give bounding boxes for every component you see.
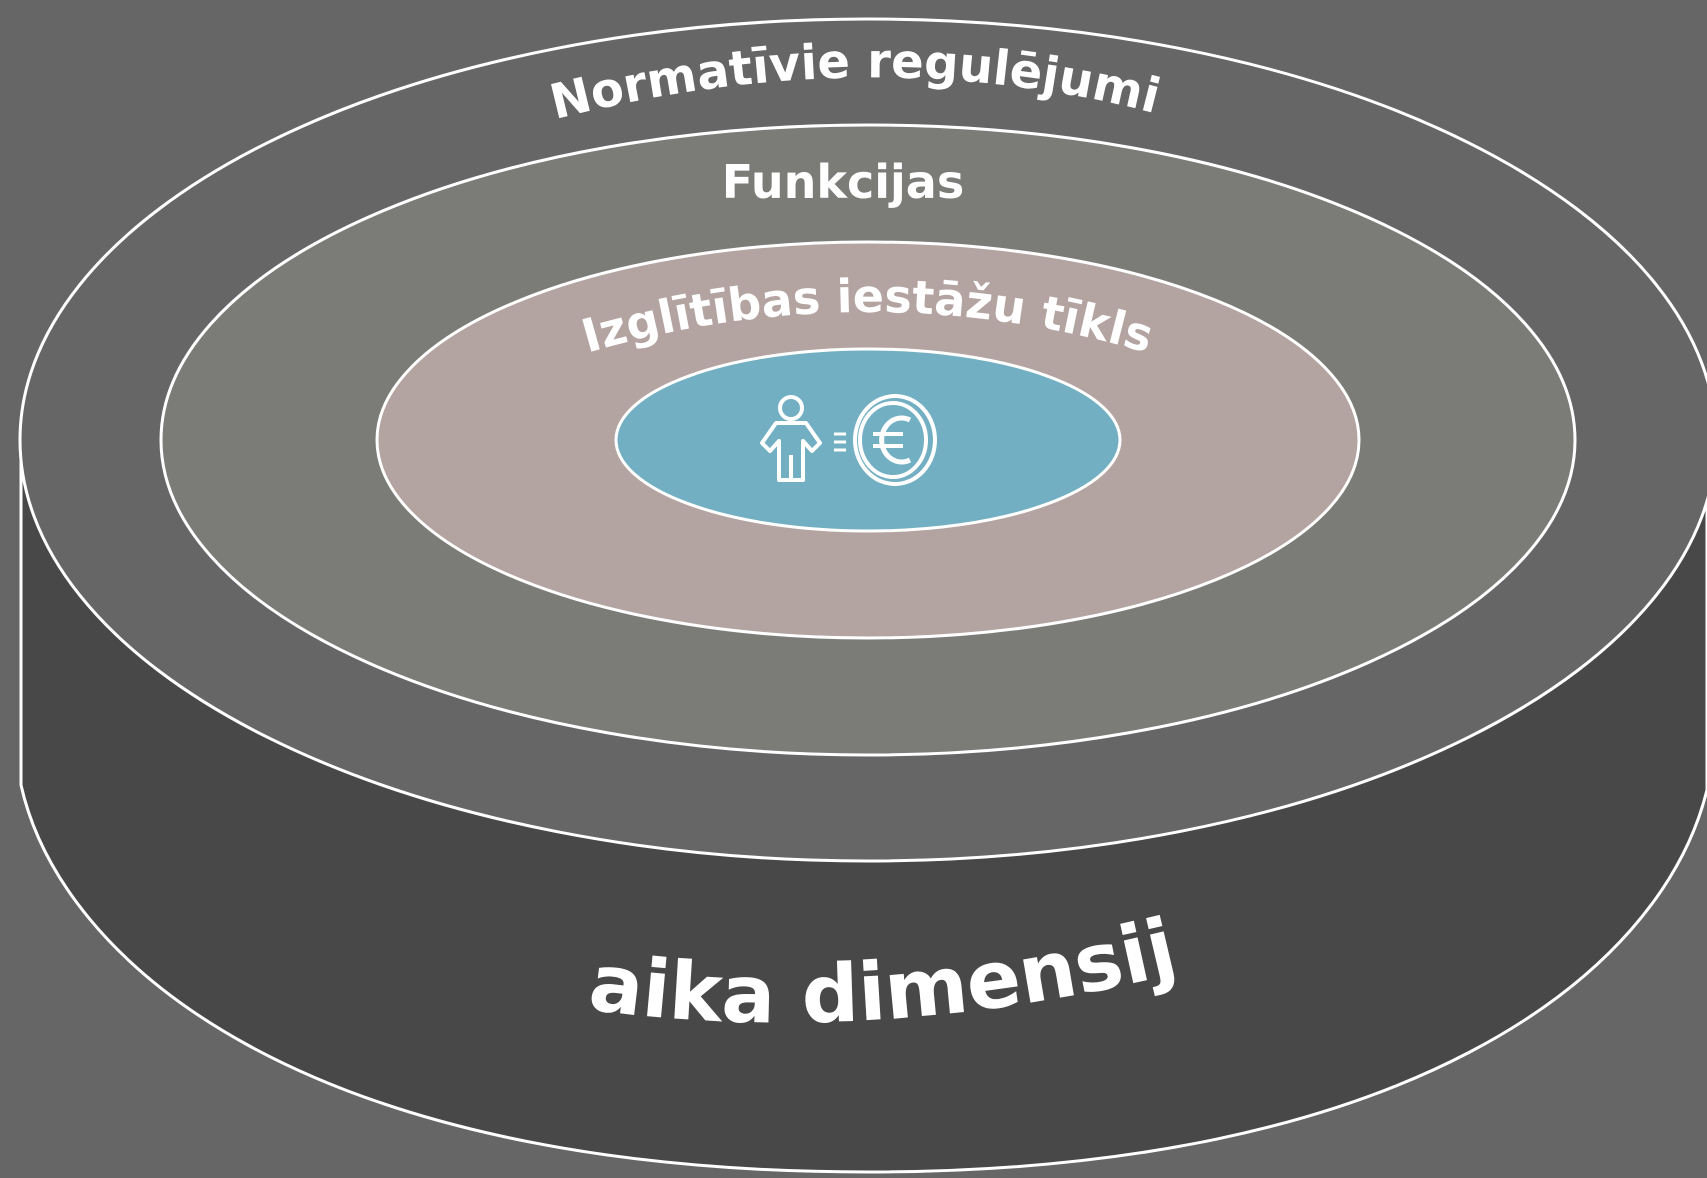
ring-core — [614, 347, 1122, 533]
euro-coin-icon — [853, 394, 937, 486]
relation-marks — [834, 432, 846, 452]
label-second-ring: Funkcijas — [722, 155, 964, 209]
person-icon — [760, 395, 822, 482]
